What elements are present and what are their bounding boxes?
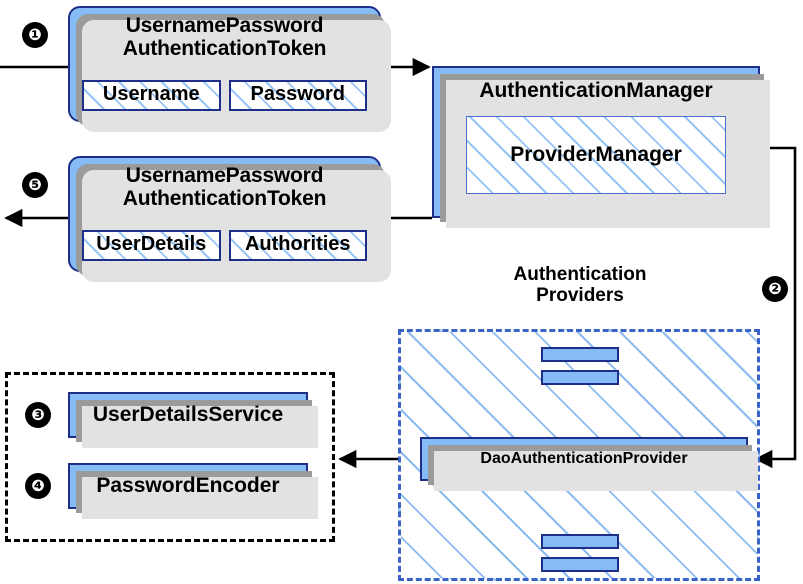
password-encoder-box[interactable]: PasswordEncoder [68,463,318,519]
user-details-service-label: UserDetailsService [92,402,284,426]
request-authentication-token-box[interactable]: UsernamePassword AuthenticationToken Use… [68,6,391,132]
authentication-providers-caption: Authentication Providers [455,264,705,307]
password-field[interactable]: Password [228,80,367,111]
user-details-service-box[interactable]: UserDetailsService [68,392,318,448]
response-token-title-line2: AuthenticationToken [122,186,327,210]
response-token-fields: UserDetails Authorities [82,230,367,261]
authentication-providers-caption-line2: Providers [536,285,624,307]
provider-stub-top-1 [541,347,619,362]
dao-authentication-provider-label: DaoAuthenticationProvider [480,450,688,468]
step-marker-5: ❺ [22,172,48,198]
provider-stub-bottom-1 [541,534,619,549]
support-services-container [5,372,335,542]
response-authentication-token-box[interactable]: UsernamePassword AuthenticationToken Use… [68,156,391,282]
dao-authentication-provider-box[interactable]: DaoAuthenticationProvider [420,437,758,491]
username-field[interactable]: Username [82,80,221,111]
authentication-manager-title: AuthenticationManager [479,79,713,102]
authorities-field[interactable]: Authorities [228,230,367,261]
provider-manager-label: ProviderManager [510,142,682,166]
authentication-manager-box[interactable]: AuthenticationManager ProviderManager [432,66,770,228]
password-encoder-label: PasswordEncoder [96,473,280,497]
request-token-fields: Username Password [82,80,367,111]
step-marker-3: ❸ [25,402,51,428]
provider-stub-top-2 [541,370,619,385]
userdetails-field[interactable]: UserDetails [82,230,221,261]
authentication-providers-caption-line1: Authentication [513,264,647,285]
arrow-manager-to-provider [754,146,797,469]
step-marker-4: ❹ [25,473,51,499]
request-token-title-line1: UsernamePassword [125,14,324,37]
provider-manager-box[interactable]: ProviderManager [466,116,726,194]
response-token-title-line1: UsernamePassword [125,164,324,187]
step-marker-2: ❷ [762,276,788,302]
request-token-title-line2: AuthenticationToken [122,36,327,60]
provider-stub-bottom-2 [541,557,619,572]
step-marker-1: ❶ [22,22,48,48]
